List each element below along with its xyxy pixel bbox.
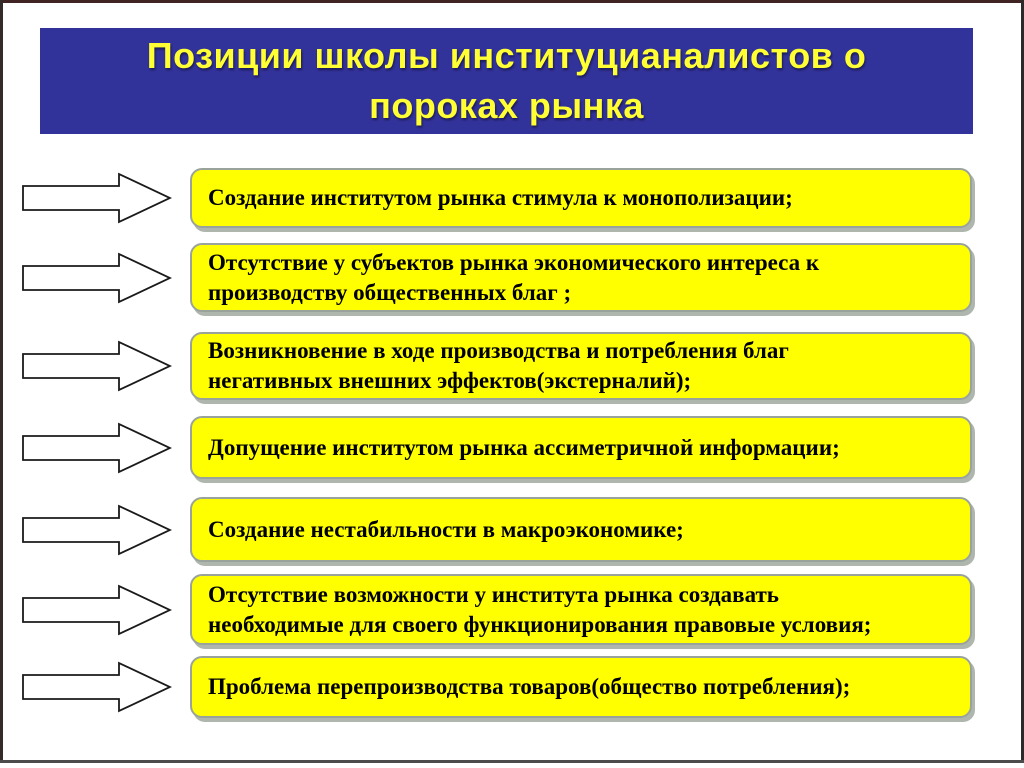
item-text-4: Допущение институтом рынка ассиметричной… (208, 434, 840, 460)
arrow-right-icon (22, 340, 172, 392)
item-box-3: Возникновение в ходе производства и потр… (190, 332, 972, 400)
arrow-right-icon (22, 422, 172, 474)
arrow-right-icon (22, 584, 172, 636)
slide-frame-right-line (1021, 0, 1024, 763)
title-banner: Позиции школы институцианалистов о порок… (40, 28, 973, 134)
item-box-5: Создание нестабильности в макроэкономике… (190, 497, 972, 562)
slide-frame-left-line (0, 0, 3, 763)
item-text-2: Отсутствие у субъектов рынка экономическ… (208, 249, 820, 305)
arrow-right-icon (22, 661, 172, 713)
item-text-1: Создание институтом рынка стимула к моно… (208, 185, 793, 210)
slide-frame-top-line (0, 0, 1024, 3)
slide-frame-bottom-line (0, 760, 1024, 763)
arrow-right-icon (22, 504, 172, 556)
item-text-5: Создание нестабильности в макроэкономике… (208, 516, 684, 542)
page-title: Позиции школы институцианалистов о порок… (146, 35, 867, 126)
item-text-7: Проблема перепроизводства товаров(общест… (208, 674, 851, 699)
item-text-6: Отсутствие возможности у института рынка… (208, 581, 872, 637)
item-box-6: Отсутствие возможности у института рынка… (190, 574, 972, 645)
item-box-1: Создание институтом рынка стимула к моно… (190, 168, 972, 228)
item-box-7: Проблема перепроизводства товаров(общест… (190, 656, 972, 718)
item-box-4: Допущение институтом рынка ассиметричной… (190, 416, 972, 479)
arrow-right-icon (22, 172, 172, 224)
item-text-3: Возникновение в ходе производства и потр… (208, 338, 789, 393)
arrow-right-icon (22, 252, 172, 304)
item-box-2: Отсутствие у субъектов рынка экономическ… (190, 243, 972, 312)
